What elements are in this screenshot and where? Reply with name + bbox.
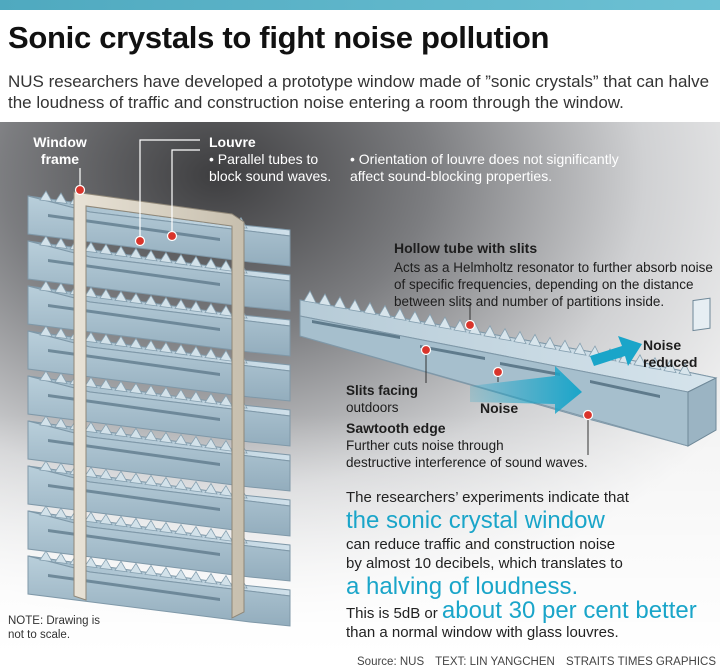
findings-block: The researchers’ experiments indicate th… xyxy=(346,488,716,601)
top-bar-graphic xyxy=(0,0,720,10)
sawtooth-desc-line-2: destructive interference of sound waves. xyxy=(346,455,588,470)
marker-dots xyxy=(74,184,594,421)
tube-desc-line-1: Acts as a Helmholtz resonator to further… xyxy=(394,260,713,275)
louvre-slat xyxy=(27,505,291,582)
noise-incoming-arrow xyxy=(470,366,582,414)
hollow-tube-title: Hollow tube with slits xyxy=(394,240,538,256)
louvre-description: • Parallel tubes to block sound waves. xyxy=(209,151,331,185)
window-illustration xyxy=(0,122,720,654)
orientation-note: • Orientation of louvre does not signifi… xyxy=(350,151,619,185)
source-credit: Source: NUS xyxy=(357,656,425,668)
slits-label: Slits facing outdoors xyxy=(346,382,418,416)
sawtooth-description: Further cuts noise through destructive i… xyxy=(346,437,588,471)
findings-line-2: can reduce traffic and construction nois… xyxy=(346,536,616,553)
noise-reduced-line-2: reduced xyxy=(643,354,698,370)
slits-line-2: outdoors xyxy=(346,400,399,415)
findings-highlight-1: the sonic crystal window xyxy=(346,507,605,534)
orientation-line-2: affect sound-blocking properties. xyxy=(350,168,553,184)
louvre-desc-line-1: • Parallel tubes to xyxy=(209,151,319,167)
slits-line-1: Slits facing xyxy=(346,383,419,398)
noise-reduced-arrow xyxy=(590,336,642,366)
louvre-slat xyxy=(27,415,291,492)
louvre-title: Louvre xyxy=(209,134,256,150)
sawtooth-desc-line-1: Further cuts noise through xyxy=(346,438,504,453)
louvre-desc-line-2: block sound waves. xyxy=(209,168,332,184)
page-title: Sonic crystals to fight noise pollution xyxy=(8,20,550,55)
orientation-line-1: • Orientation of louvre does not signifi… xyxy=(350,151,619,167)
tube-sawtooth xyxy=(303,290,692,377)
hollow-tube-description: Acts as a Helmholtz resonator to further… xyxy=(394,259,713,310)
scale-note: NOTE: Drawing is not to scale. xyxy=(8,615,101,641)
comparison-line-2: than a normal window with glass louvres. xyxy=(346,624,619,641)
tube-desc-line-3: between slits and number of partitions i… xyxy=(394,294,665,309)
louvre-slat xyxy=(27,325,291,402)
text-credit: TEXT: LIN YANGCHEN xyxy=(435,656,555,668)
illustration-svg xyxy=(0,122,720,654)
comparison-highlight: about 30 per cent better xyxy=(441,597,697,624)
comparison-prefix: This is 5dB or xyxy=(346,605,438,622)
findings-highlight-2: a halving of loudness. xyxy=(346,573,579,600)
tube-desc-line-2: of specific frequencies, depending on th… xyxy=(394,277,694,292)
louvre-slat xyxy=(27,370,291,447)
noise-reduced-label: Noise reduced xyxy=(643,337,697,371)
findings-line-3: by almost 10 decibels, which translates … xyxy=(346,555,623,572)
top-color-bar xyxy=(0,0,720,16)
source-footer: Source: NUS TEXT: LIN YANGCHEN STRAITS T… xyxy=(0,654,716,671)
louvre-slat xyxy=(27,460,291,537)
louvre-slat xyxy=(27,280,291,357)
louvre-slat xyxy=(27,550,291,627)
comparison-line-1: This is 5dB or about 30 per cent better xyxy=(346,599,718,623)
louvre-slat xyxy=(27,235,291,312)
sawtooth-title: Sawtooth edge xyxy=(346,420,446,436)
intro-paragraph: NUS researchers have developed a prototy… xyxy=(8,72,710,112)
noise-reduced-line-1: Noise xyxy=(643,337,682,353)
graphics-credit: STRAITS TIMES GRAPHICS xyxy=(566,656,716,668)
window-frame-graphic xyxy=(73,191,245,619)
findings-line-1: The researchers’ experiments indicate th… xyxy=(346,489,629,506)
tube-slits xyxy=(312,320,660,398)
noise-arrows xyxy=(470,336,642,414)
window-frame-label: Window frame xyxy=(33,134,87,167)
findings-comparison: This is 5dB or about 30 per cent better … xyxy=(346,599,718,642)
noise-label: Noise xyxy=(480,400,519,416)
